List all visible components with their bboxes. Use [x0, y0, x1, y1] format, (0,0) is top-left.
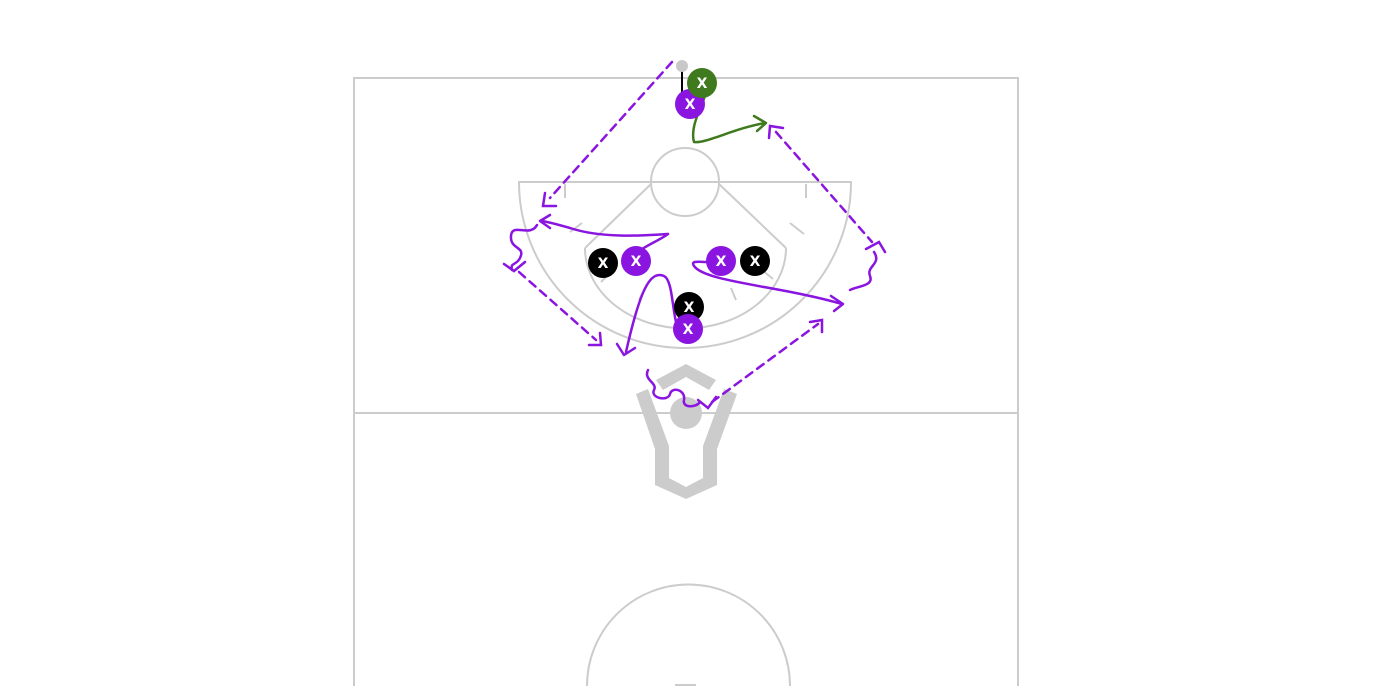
fan-left-line	[584, 183, 652, 249]
run-paths	[538, 94, 845, 357]
goal-crease	[650, 147, 720, 217]
run-path	[624, 273, 678, 354]
player-label: X	[684, 300, 695, 316]
arrowhead	[538, 213, 552, 230]
hash-mark	[569, 222, 583, 233]
player-marker	[588, 248, 618, 278]
player-label: X	[697, 76, 708, 92]
pass-line	[548, 60, 674, 200]
lacrosse-field	[353, 77, 1019, 686]
player-marker	[740, 246, 770, 276]
player-marker	[621, 246, 651, 276]
player-label: X	[685, 97, 696, 113]
player-label: X	[631, 254, 642, 270]
hash-mark	[789, 222, 805, 235]
dodge-line	[848, 250, 878, 292]
defense-player-6: X	[740, 246, 770, 276]
logo-watermark	[636, 364, 737, 499]
hash-mark	[730, 287, 737, 301]
arrowhead	[864, 240, 887, 254]
pass-line	[517, 270, 598, 342]
defense-player-3: X	[588, 248, 618, 278]
defense-player-7: X	[674, 292, 704, 322]
coach-player-2: X	[687, 68, 717, 98]
arrowhead	[615, 342, 637, 357]
player-marker	[687, 68, 717, 98]
player-label: X	[716, 254, 727, 270]
arrowhead	[767, 124, 785, 140]
arrowhead	[829, 294, 845, 313]
arrowhead	[752, 114, 768, 133]
run-path	[691, 260, 844, 306]
offense-player-5: X	[706, 246, 736, 276]
fan-right-line	[718, 183, 787, 249]
logo-shape	[656, 364, 716, 390]
pass-lines	[517, 60, 874, 404]
offense-player-4: X	[621, 246, 651, 276]
arrowhead	[502, 260, 527, 273]
field-boundary	[353, 77, 1019, 686]
ball-icon	[676, 60, 688, 72]
pass-line	[774, 130, 874, 244]
fan-arc	[517, 181, 853, 349]
player-label: X	[683, 322, 694, 338]
pass-arrowheads	[502, 124, 887, 410]
dodge-line	[509, 223, 539, 272]
player-marker	[673, 314, 703, 344]
offense-player-8: X	[673, 314, 703, 344]
run-path	[540, 219, 669, 237]
arrowhead	[541, 191, 558, 208]
arrowhead	[808, 318, 824, 334]
logo-shape	[636, 389, 737, 499]
player-label: X	[750, 254, 761, 270]
player-marker	[674, 292, 704, 322]
dodge-line	[645, 368, 702, 408]
pass-line	[710, 322, 820, 404]
player-marker	[706, 246, 736, 276]
center-circle	[586, 583, 791, 686]
dodge-lines	[509, 223, 878, 408]
logo-head	[670, 397, 702, 429]
player-label: X	[598, 256, 609, 272]
arrowhead	[587, 331, 603, 347]
arrowhead	[696, 395, 718, 410]
